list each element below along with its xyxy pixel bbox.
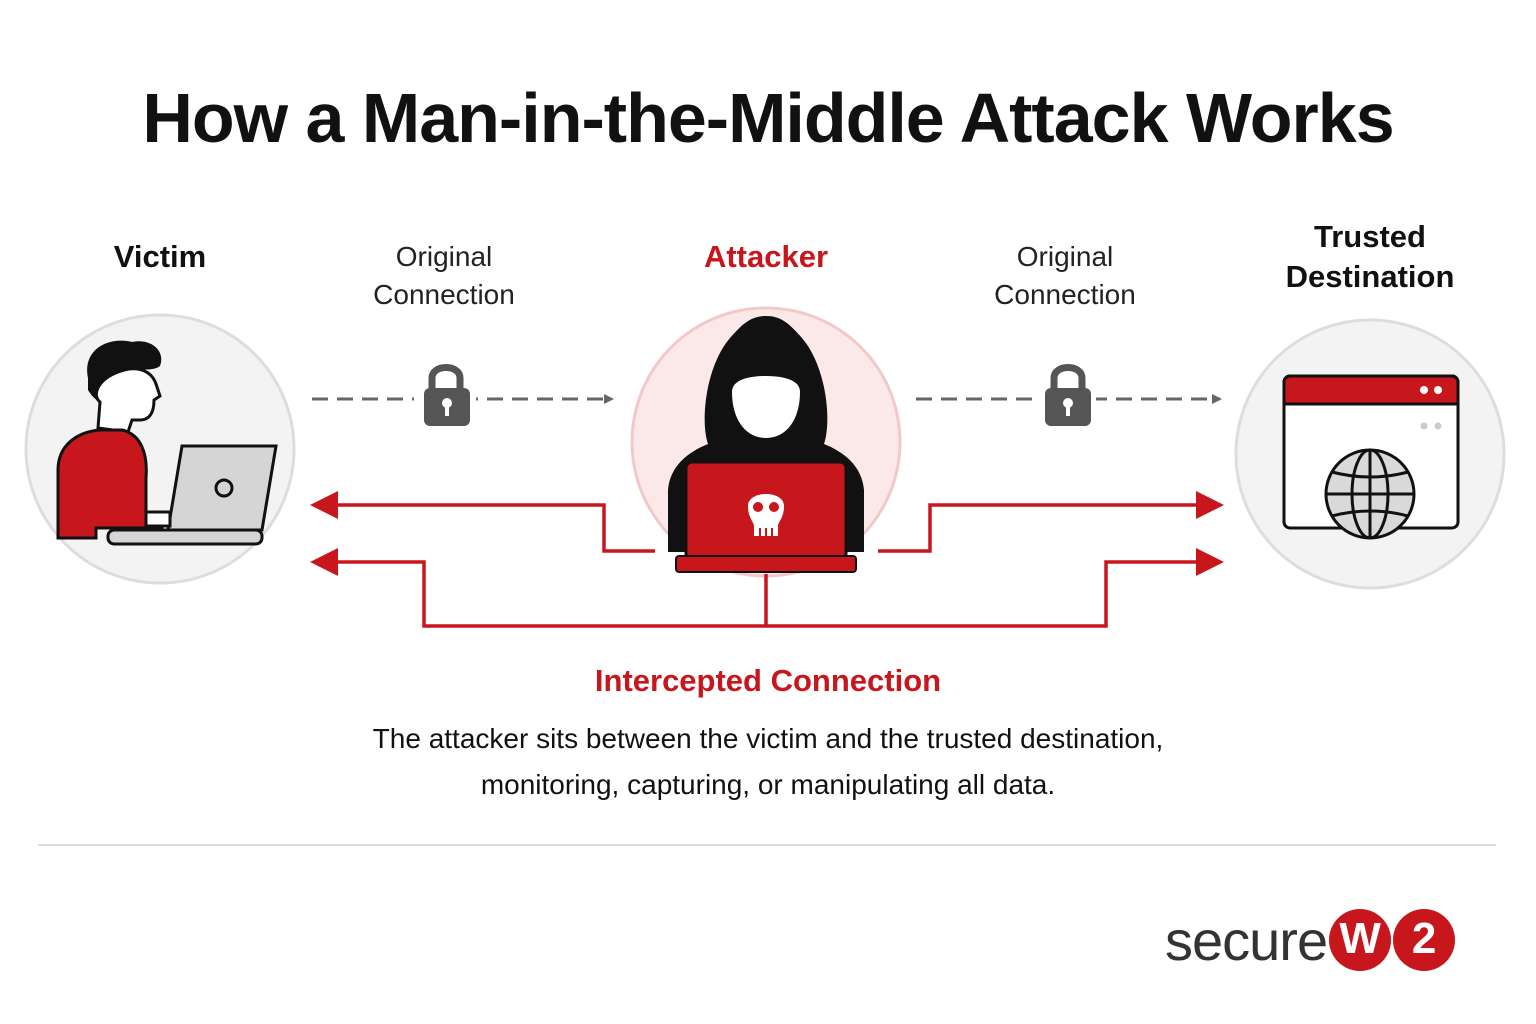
intercept-path-to-victim-upper (336, 503, 655, 553)
skull-icon (748, 494, 784, 536)
destination-label-line1: Trusted (1314, 219, 1426, 254)
attacker-label: Attacker (703, 239, 829, 274)
arrowhead-victim-lower (310, 548, 338, 576)
original-connection-left-line2: Connection (373, 279, 515, 310)
destination-node (1234, 318, 1506, 590)
person-laptop-icon (56, 340, 278, 546)
destination-label: Trusted Destination (1250, 217, 1490, 297)
intercepted-description: The attacker sits between the victim and… (0, 716, 1536, 808)
original-connection-left-line1: Original (395, 241, 493, 272)
original-connection-right-line2: Connection (994, 279, 1136, 310)
description-line2: monitoring, capturing, or manipulating a… (480, 769, 1056, 800)
page-title: How a Man-in-the-Middle Attack Works (142, 79, 1394, 157)
arrowhead-destination-upper (1196, 491, 1224, 519)
arrowhead-destination-lower (1196, 548, 1224, 576)
lock-icon (414, 364, 476, 434)
destination-label-line2: Destination (1285, 259, 1455, 294)
globe-icon (1324, 448, 1416, 540)
original-connection-right-label: Original Connection (965, 238, 1165, 314)
logo-2-circle: 2 (1393, 909, 1456, 971)
logo-word: secure (1165, 908, 1328, 972)
divider (38, 844, 1496, 846)
lock-icon (1034, 364, 1096, 434)
browser-window-icon (1282, 374, 1460, 540)
intercepted-connection-title: Intercepted Connection (594, 663, 942, 698)
intercepted-connection-paths (336, 503, 1198, 628)
victim-node (24, 313, 296, 585)
attacker-node (630, 306, 902, 578)
original-connection-right-line1: Original (1016, 241, 1114, 272)
intercept-arrowheads (310, 491, 1224, 576)
description-line1: The attacker sits between the victim and… (372, 723, 1164, 754)
logo-w-circle: W (1329, 909, 1392, 971)
arrowhead-victim-upper (310, 491, 338, 519)
victim-label: Victim (113, 239, 207, 274)
original-connection-left-label: Original Connection (344, 238, 544, 314)
securew2-logo: secure W 2 (1165, 904, 1456, 976)
intercept-path-to-destination-upper (878, 503, 1198, 553)
